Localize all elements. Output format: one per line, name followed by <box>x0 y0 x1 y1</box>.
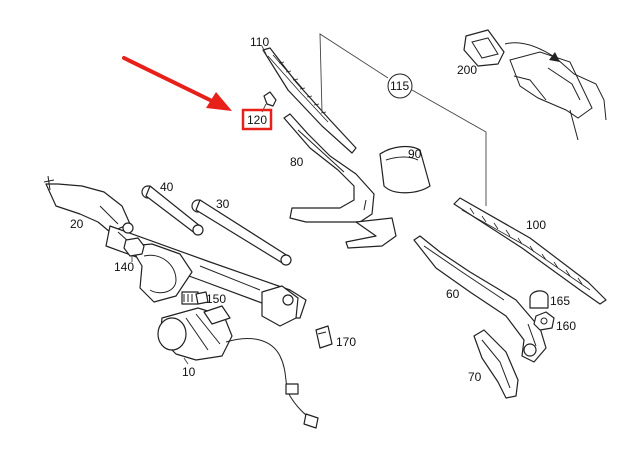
wiper-arm-cover-right <box>473 329 519 399</box>
wiper-arm-left <box>283 113 397 249</box>
label-10: 10 <box>182 365 196 379</box>
connecting-rod-upper <box>141 185 204 236</box>
highlight-arrow <box>122 56 232 111</box>
label-170: 170 <box>336 335 356 349</box>
leader-115 <box>319 33 487 206</box>
wiper-arm-right <box>413 235 547 363</box>
wiper-blade-right <box>453 197 607 305</box>
label-150: 150 <box>206 292 226 306</box>
wiper-linkage-frame <box>43 175 307 327</box>
highlight-box-120 <box>241 108 273 131</box>
label-115: 115 <box>390 79 409 93</box>
label-70: 70 <box>468 370 482 384</box>
label-140: 140 <box>114 260 134 274</box>
label-80: 80 <box>290 155 304 169</box>
label-115-circle <box>387 73 413 99</box>
label-120: 120 <box>247 113 267 127</box>
connecting-rod-lower <box>191 199 292 266</box>
wiper-arm-cover <box>379 145 431 194</box>
label-200: 200 <box>457 63 477 77</box>
label-110: 110 <box>250 35 269 49</box>
label-100: 100 <box>526 218 546 232</box>
label-20: 20 <box>70 217 84 231</box>
label-60: 60 <box>446 287 460 301</box>
wiper-nut-cap <box>529 290 549 309</box>
cable-clip <box>315 325 333 349</box>
wiper-motor <box>157 305 319 429</box>
washer-nozzle-inset <box>463 29 607 141</box>
label-40: 40 <box>160 180 174 194</box>
wiper-blade-clip <box>261 91 277 113</box>
mounting-bolt <box>181 291 209 305</box>
label-160: 160 <box>556 319 576 333</box>
wiper-blade-left <box>261 45 357 154</box>
wiper-arm-nut <box>533 311 555 331</box>
label-165: 165 <box>550 294 570 308</box>
label-30: 30 <box>216 197 230 211</box>
mounting-nut <box>123 237 145 262</box>
label-90: 90 <box>408 147 422 161</box>
